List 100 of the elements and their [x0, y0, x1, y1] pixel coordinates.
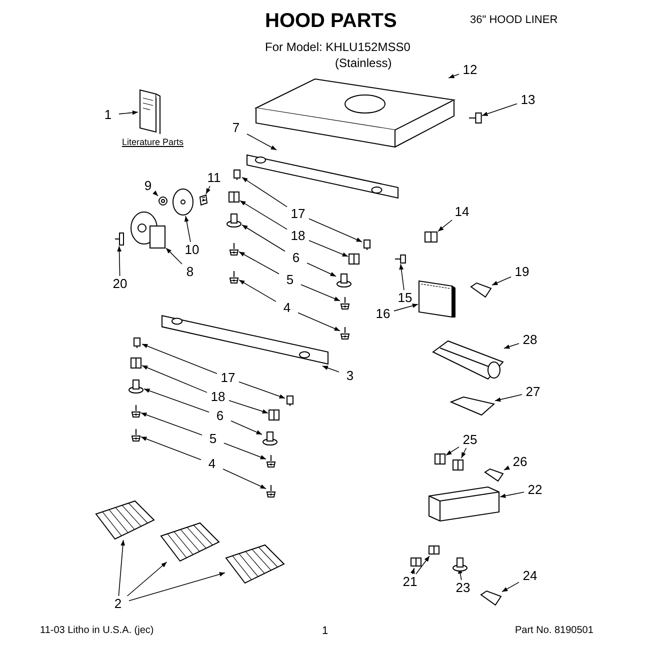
callout-number: 16	[372, 306, 394, 322]
spring-pin-drawing	[131, 428, 141, 442]
pin-drawing	[362, 238, 372, 250]
leader-line	[504, 343, 520, 349]
leader-line	[242, 224, 286, 252]
callout-number: 5	[279, 272, 301, 288]
motor-drawing	[130, 210, 166, 250]
callout-number: 2	[107, 596, 129, 612]
leader-line	[494, 394, 522, 402]
leader-line	[504, 466, 510, 470]
leader-line	[308, 218, 362, 242]
callout-number: 9	[137, 178, 159, 194]
leader-line	[300, 284, 340, 302]
screw-drawing	[468, 112, 482, 124]
callout-number: 3	[339, 368, 361, 384]
note-text: 1	[322, 625, 328, 637]
bracket-drawing	[480, 590, 502, 606]
leader-line	[502, 582, 520, 592]
spring-pin-drawing	[266, 484, 276, 498]
callout-number: 25	[459, 432, 481, 448]
leader-line	[446, 446, 460, 456]
clip-drawing	[228, 190, 240, 204]
grease-filter-drawing	[225, 544, 285, 584]
bracket-drawing	[470, 282, 492, 298]
leader-line	[410, 568, 415, 574]
callout-number: 26	[509, 454, 531, 470]
leader-line	[246, 134, 277, 150]
callout-number: 4	[276, 300, 298, 316]
leader-line	[448, 74, 460, 78]
leader-line	[500, 492, 524, 498]
callout-number: 1	[97, 107, 119, 123]
note-text: 11-03 Litho in U.S.A. (jec)	[40, 625, 154, 636]
callout-number: 20	[109, 276, 131, 292]
callout-number: 13	[517, 92, 539, 108]
leader-line	[224, 442, 266, 460]
callout-number: 5	[202, 431, 224, 447]
callout-number: 6	[285, 250, 307, 266]
booklet-drawing	[138, 88, 162, 134]
leader-line	[142, 365, 208, 393]
grommet-drawing	[262, 430, 278, 446]
control-tray-drawing	[428, 486, 500, 522]
leader-line	[394, 304, 418, 312]
clip-drawing	[428, 544, 440, 556]
leader-line	[238, 280, 276, 302]
leader-line	[230, 420, 262, 435]
leader-line	[152, 190, 158, 196]
clip-drawing	[410, 556, 422, 568]
leader-line	[142, 344, 218, 374]
grommet-drawing	[226, 212, 242, 228]
leader-line	[184, 216, 191, 242]
leader-line	[166, 248, 182, 264]
screw-drawing	[114, 232, 124, 246]
leader-line	[242, 176, 288, 208]
hood-body-drawing	[255, 78, 455, 148]
callout-number: 28	[519, 332, 541, 348]
leader-line	[482, 103, 518, 116]
note-text: 36" HOOD LINER	[470, 14, 558, 26]
leader-line	[118, 540, 126, 596]
clip-drawing	[130, 356, 142, 370]
callout-number: 6	[209, 408, 231, 424]
callout-number: 18	[287, 228, 309, 244]
leader-line	[128, 572, 226, 602]
leader-line	[118, 110, 138, 115]
leader-line	[228, 400, 268, 414]
leader-line	[298, 312, 340, 332]
leader-line	[322, 366, 340, 372]
leader-line	[206, 186, 210, 194]
grease-filter-drawing	[95, 500, 155, 540]
leader-line	[240, 200, 288, 230]
note-text: Part No. 8190501	[515, 625, 594, 636]
callout-number: 19	[511, 264, 533, 280]
filter-panel-drawing	[418, 280, 456, 318]
grease-filter-drawing	[160, 522, 220, 562]
light-housing-drawing	[432, 340, 504, 380]
callout-number: 7	[225, 120, 247, 136]
leader-line	[222, 468, 266, 490]
fan-wheel-drawing	[172, 188, 194, 216]
callout-number: 15	[394, 290, 416, 306]
leader-line	[308, 240, 348, 257]
leader-line	[492, 276, 512, 286]
nut-drawing	[198, 194, 208, 206]
clip-drawing	[348, 252, 360, 266]
callout-number: 17	[217, 370, 239, 386]
leader-line	[140, 412, 202, 436]
callout-number: 11	[203, 170, 225, 186]
bracket-drawing	[484, 468, 504, 482]
spring-pin-drawing	[340, 326, 350, 340]
callout-number: 24	[519, 568, 541, 584]
callout-number: 14	[451, 204, 473, 220]
leader-line	[126, 562, 168, 596]
callout-number: 23	[452, 580, 474, 596]
screw-drawing	[394, 254, 406, 264]
spring-pin-drawing	[229, 270, 239, 284]
callout-number: 12	[459, 62, 481, 78]
bracket-drawing	[450, 396, 495, 416]
spring-pin-drawing	[266, 454, 276, 468]
callout-number: 27	[522, 384, 544, 400]
callout-number: 18	[207, 389, 229, 405]
grommet-drawing	[128, 378, 144, 394]
leader-line	[306, 262, 336, 277]
